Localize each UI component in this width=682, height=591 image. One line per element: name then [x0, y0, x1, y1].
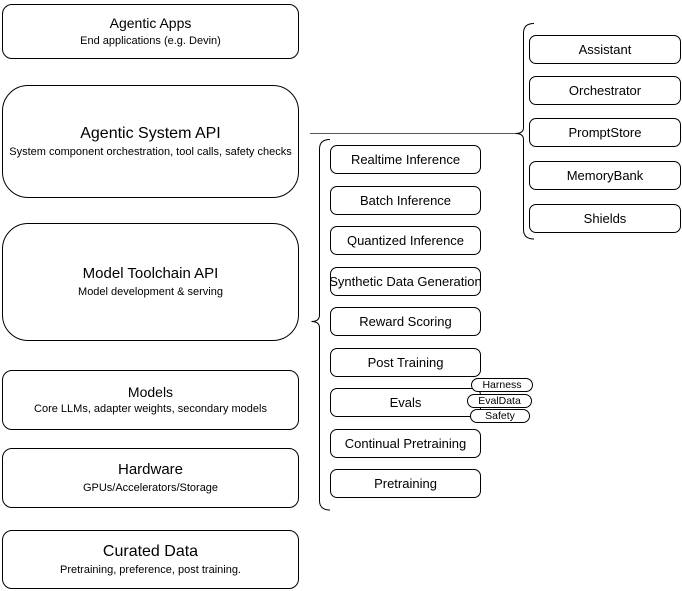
node-subtitle: End applications (e.g. Devin) [80, 34, 221, 47]
node-agentic-system-api[interactable]: Agentic System API System component orch… [2, 85, 299, 198]
node-subtitle: System component orchestration, tool cal… [9, 146, 292, 158]
node-agentic-apps[interactable]: Agentic Apps End applications (e.g. Devi… [2, 4, 299, 59]
system-node-shields[interactable]: Shields [529, 204, 681, 233]
tag-label: Safety [485, 410, 515, 422]
node-models[interactable]: Models Core LLMs, adapter weights, secon… [2, 370, 299, 430]
toolchain-node-post-training[interactable]: Post Training [330, 348, 481, 377]
node-label: PromptStore [568, 125, 642, 140]
node-label: Assistant [578, 42, 632, 57]
node-title: Agentic Apps [109, 15, 192, 31]
node-curated-data[interactable]: Curated Data Pretraining, preference, po… [2, 530, 299, 589]
toolchain-node-quantized-inference[interactable]: Quantized Inference [330, 226, 481, 255]
node-label: Reward Scoring [359, 314, 452, 329]
node-label: Continual Pretraining [344, 436, 467, 451]
node-label: MemoryBank [566, 168, 644, 183]
node-subtitle: Core LLMs, adapter weights, secondary mo… [34, 403, 267, 416]
toolchain-node-evals[interactable]: Evals [330, 388, 481, 417]
node-title: Model Toolchain API [82, 264, 219, 282]
node-label: Realtime Inference [350, 152, 461, 167]
node-label: Orchestrator [568, 83, 642, 98]
node-title: Hardware [117, 460, 184, 478]
node-title: Curated Data [102, 542, 199, 560]
toolchain-node-reward-scoring[interactable]: Reward Scoring [330, 307, 481, 336]
toolchain-node-realtime-inference[interactable]: Realtime Inference [330, 145, 481, 174]
node-label: Evals [389, 395, 422, 410]
node-label: Batch Inference [359, 193, 452, 208]
tag-label: Harness [482, 379, 522, 391]
system-node-promptstore[interactable]: PromptStore [529, 118, 681, 147]
node-label: Quantized Inference [346, 233, 465, 248]
system-node-orchestrator[interactable]: Orchestrator [529, 76, 681, 105]
node-label: Synthetic Data Generation [329, 274, 482, 289]
node-label: Post Training [367, 355, 444, 370]
toolchain-group-brace [311, 139, 331, 511]
node-label: Pretraining [374, 476, 437, 491]
node-subtitle: GPUs/Accelerators/Storage [82, 481, 219, 494]
node-hardware[interactable]: Hardware GPUs/Accelerators/Storage [2, 448, 299, 508]
eval-tag-evaldata[interactable]: EvalData [467, 394, 532, 408]
eval-tag-harness[interactable]: Harness [471, 378, 533, 392]
node-label: Shields [583, 211, 627, 226]
node-model-toolchain-api[interactable]: Model Toolchain API Model development & … [2, 223, 299, 341]
toolchain-node-synthetic-data-generation[interactable]: Synthetic Data Generation [329, 267, 482, 296]
eval-tag-safety[interactable]: Safety [470, 409, 530, 423]
toolchain-node-pretraining[interactable]: Pretraining [330, 469, 481, 498]
node-subtitle: Model development & serving [78, 285, 223, 298]
node-subtitle: Pretraining, preference, post training. [60, 564, 241, 576]
system-node-assistant[interactable]: Assistant [529, 35, 681, 64]
toolchain-node-continual-pretraining[interactable]: Continual Pretraining [330, 429, 481, 458]
toolchain-node-batch-inference[interactable]: Batch Inference [330, 186, 481, 215]
system-node-memorybank[interactable]: MemoryBank [529, 161, 681, 190]
node-title: Agentic System API [80, 124, 221, 142]
tag-label: EvalData [478, 395, 521, 407]
node-title: Models [127, 383, 174, 400]
